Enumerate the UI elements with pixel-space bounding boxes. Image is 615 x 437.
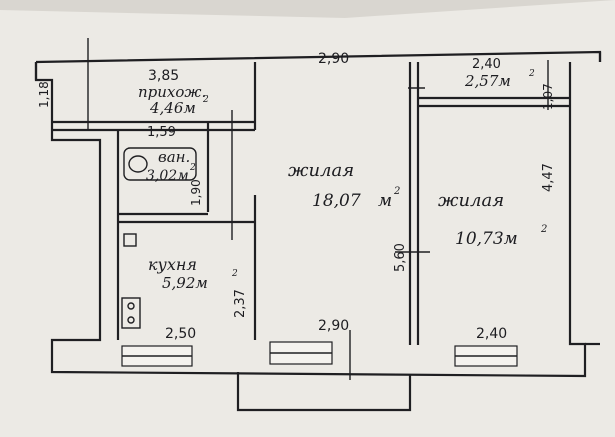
storage-area-sup: 2 [528,69,535,79]
living2-area-sup: 2 [540,224,547,235]
bath-width: 1,59 [147,125,176,140]
bath-area: 3,02м [146,168,189,184]
hall-width: 3,85 [148,68,179,84]
living1-side: 5,60 [393,243,408,272]
kitchen-width: 2,50 [165,326,196,342]
living1-name: жилая [288,160,354,181]
hall-name: прихож. [138,83,206,101]
living1-unit: м [378,191,392,211]
stove [121,297,141,329]
living2-side: 4,47 [541,163,556,192]
sink-basin [128,155,148,173]
living1-area-sup: 2 [393,186,400,197]
windows [121,341,518,367]
fixtures [121,147,197,329]
hall-area-sup: 2 [202,95,209,105]
balcony-outline [236,372,412,412]
living1-bottom-width: 2,90 [318,318,349,334]
bath-area-sup: 2 [189,163,196,173]
bath-side: 1,90 [189,179,203,206]
kitchen-side: 2,37 [233,289,248,318]
axis-marks [87,38,549,380]
bath-name: ван. [158,148,190,166]
living1-top-width: 2,90 [318,51,349,67]
bottom-right-width: 2,40 [476,326,507,342]
living2-name: жилая [438,190,504,211]
hall-side: 1,18 [37,81,51,108]
storage-width: 2,40 [472,57,501,72]
hall-area: 4,46м [149,99,196,117]
storage-side: 1,07 [541,83,555,110]
bathtub [123,147,197,181]
kitchen-name: кухня [148,255,197,274]
living2-area: 10,73м [455,229,518,249]
storage-area: 2,57м [464,72,511,90]
kitchen-area-sup: 2 [231,269,238,279]
living1-area: 18,07 [312,191,361,211]
outer-walls [34,50,602,378]
kitchen-area: 5,92м [162,274,208,292]
kitchen-sink [123,233,137,247]
